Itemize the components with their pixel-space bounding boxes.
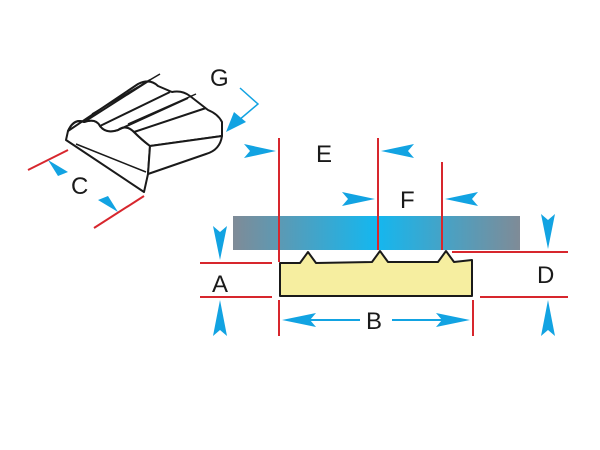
- label-d: D: [537, 262, 554, 289]
- label-b: B: [366, 308, 382, 335]
- arrowhead-icon: [213, 300, 227, 336]
- arrowhead-icon: [226, 112, 246, 132]
- arrowhead-icon: [381, 144, 414, 158]
- arrowhead-icon: [445, 192, 478, 206]
- label-b-backdrop: [360, 306, 392, 334]
- arrowhead-icon: [213, 226, 227, 260]
- mating-plate: [233, 216, 520, 250]
- label-a: A: [212, 271, 228, 298]
- arrowhead-icon: [98, 196, 118, 212]
- dimension-line-c-right: [93, 195, 145, 229]
- arrowhead-icon: [541, 300, 555, 336]
- arrowhead-icon: [436, 313, 470, 327]
- arrowhead-icon: [282, 313, 316, 327]
- label-f: F: [400, 187, 415, 214]
- label-g: G: [210, 65, 229, 92]
- label-e: E: [316, 141, 332, 168]
- seal-cross-section: [279, 250, 473, 297]
- arrowhead-icon: [342, 192, 375, 206]
- arrowhead-icon: [48, 160, 68, 176]
- seal-profile-3d-icon: [65, 73, 223, 193]
- arrowhead-icon: [244, 144, 276, 158]
- arrowhead-icon: [541, 214, 555, 249]
- label-c: C: [71, 173, 88, 200]
